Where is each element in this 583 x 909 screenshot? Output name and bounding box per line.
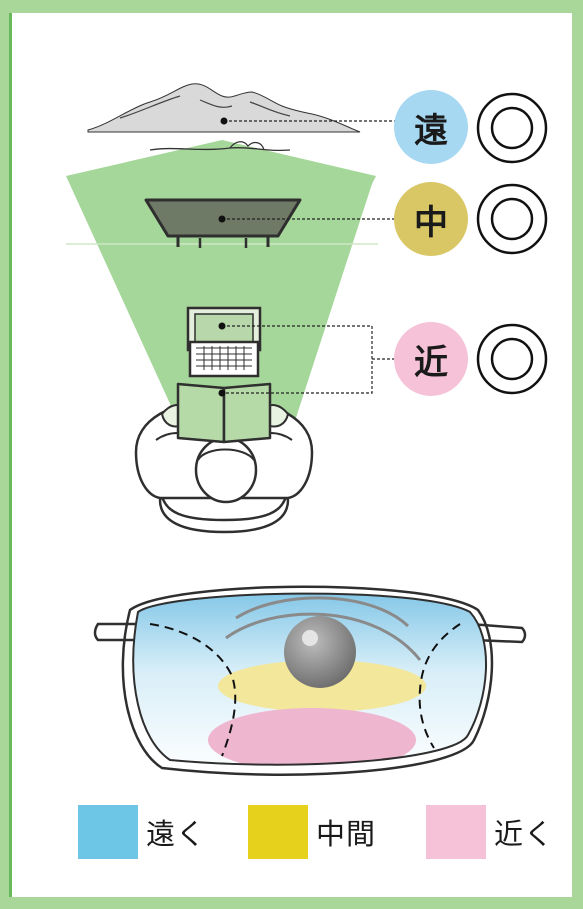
legend-item-mid: 中間 [248, 805, 376, 859]
double-circle-icon [478, 94, 546, 162]
near-badge-label: 近 [414, 335, 448, 384]
mountain-icon [88, 84, 360, 151]
legend-item-far: 遠く [78, 805, 206, 859]
mid-badge: 中 [394, 182, 468, 256]
glasses-lens-icon [95, 585, 525, 775]
double-circle-icon [478, 325, 546, 393]
double-circle-icon [478, 185, 546, 253]
far-badge-label: 遠 [414, 103, 448, 152]
legend-label-far: 遠く [146, 811, 206, 853]
laptop-icon [188, 308, 260, 376]
mid-swatch [248, 805, 308, 859]
far-swatch [78, 805, 138, 859]
legend-label-mid: 中間 [316, 811, 376, 853]
zone-legend: 遠く 中間 近く [0, 805, 583, 865]
legend-label-near: 近く [494, 811, 554, 853]
far-badge: 遠 [394, 90, 468, 164]
near-badge: 近 [394, 322, 468, 396]
mid-badge-label: 中 [414, 195, 448, 244]
legend-item-near: 近く [426, 805, 554, 859]
near-swatch [426, 805, 486, 859]
